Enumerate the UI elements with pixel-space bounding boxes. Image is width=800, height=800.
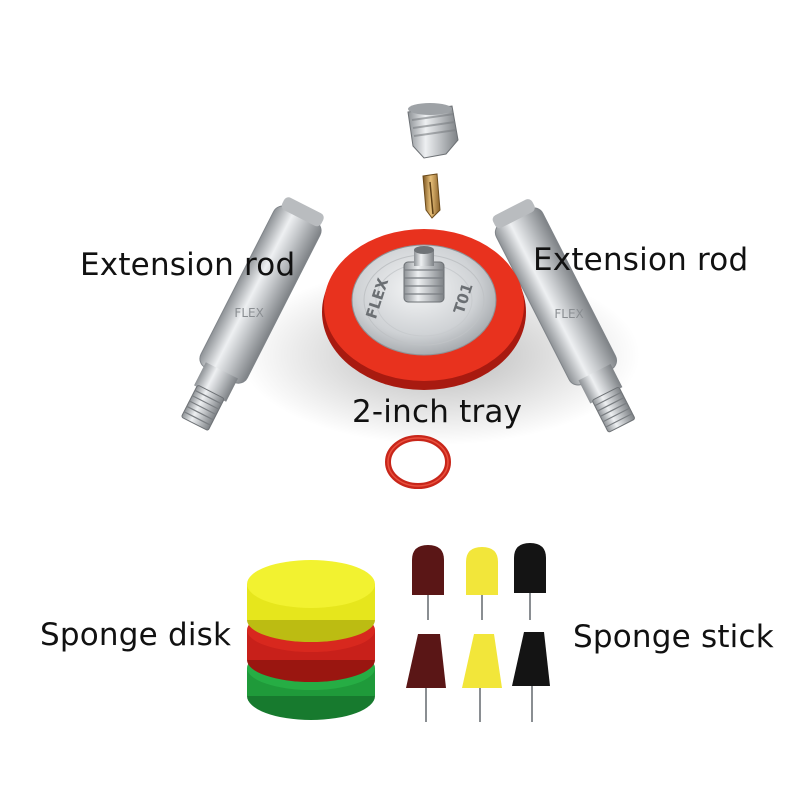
sponge-disk-stack xyxy=(247,560,375,720)
rod-brand-left: FLEX xyxy=(234,306,263,320)
backing-tray: FLEX T01 xyxy=(322,229,526,390)
sponge-stick-maroon-cone xyxy=(406,634,446,722)
label-sponge-stick: Sponge stick xyxy=(573,619,774,655)
rod-brand-right: FLEX xyxy=(554,307,583,321)
o-ring xyxy=(385,435,451,489)
label-extension-rod-right: Extension rod xyxy=(533,242,749,278)
label-extension-rod-left: Extension rod xyxy=(80,247,296,283)
label-tray: 2-inch tray xyxy=(352,394,523,430)
sponge-stick-black-cone xyxy=(512,632,550,722)
sponge-stick-black-round xyxy=(514,543,546,620)
sponge-sticks xyxy=(406,543,550,722)
brass-collet xyxy=(422,173,441,219)
sponge-stick-maroon-round xyxy=(412,545,444,620)
extension-rod-right: FLEX xyxy=(492,199,635,433)
sponge-stick-yellow-cone xyxy=(462,634,502,722)
label-sponge-disk: Sponge disk xyxy=(40,617,232,653)
extension-rod-left: FLEX xyxy=(181,197,324,431)
sponge-stick-yellow-round xyxy=(466,547,498,620)
collet-nut xyxy=(407,103,459,159)
